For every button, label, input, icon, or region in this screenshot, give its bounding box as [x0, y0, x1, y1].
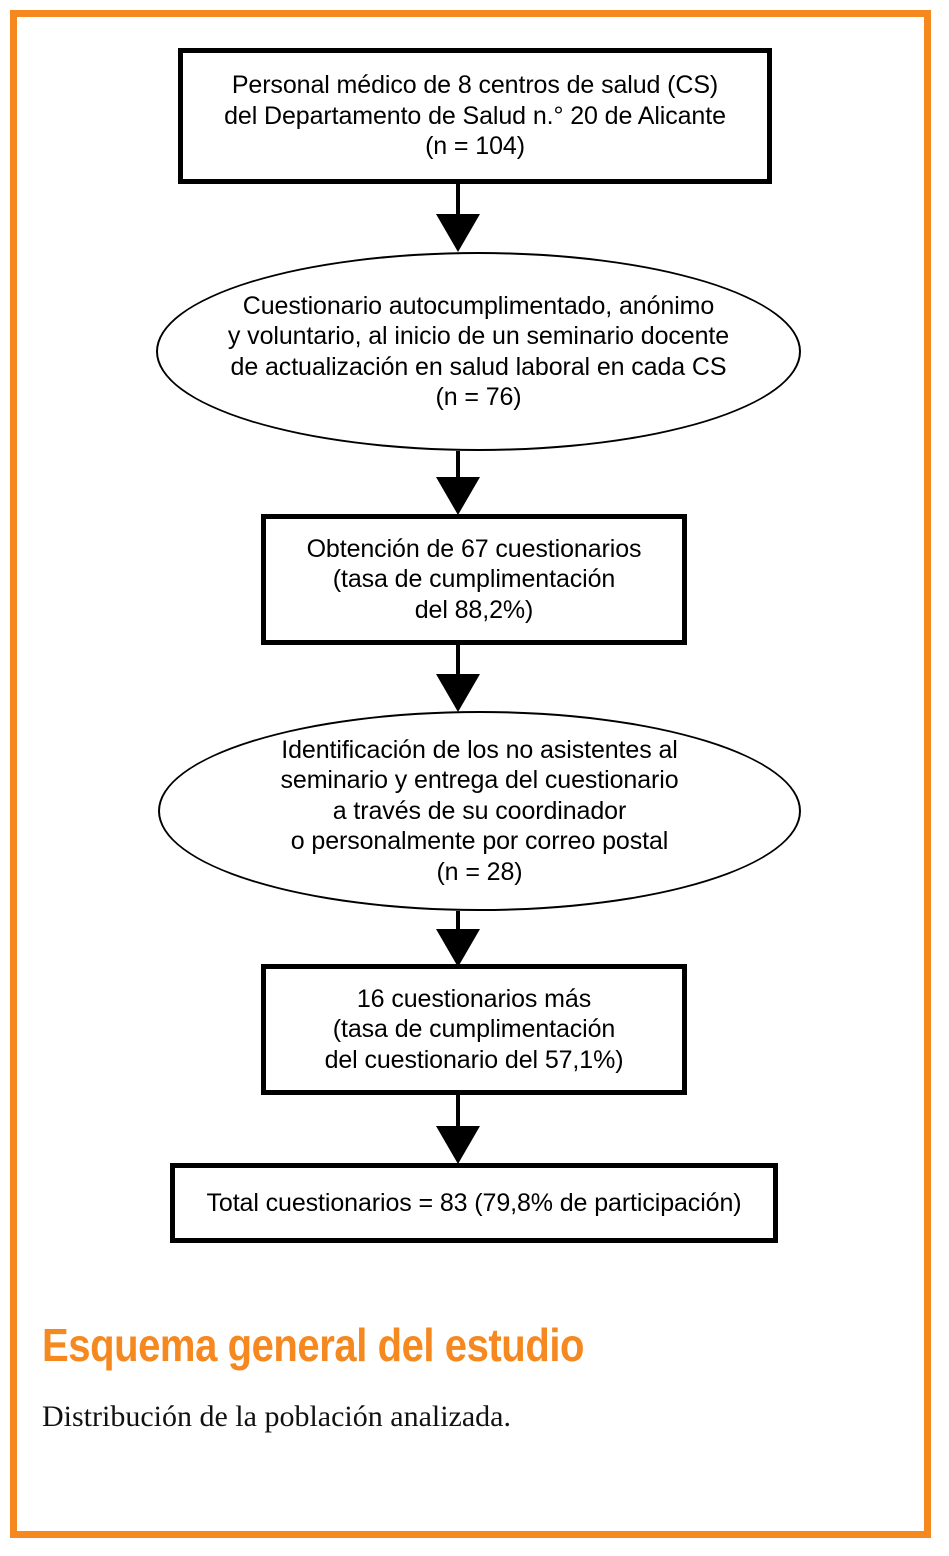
- flow-node-questionnaire-delivery-label: Cuestionario autocumplimentado, anónimo …: [227, 291, 730, 412]
- arrow-stem: [456, 451, 460, 477]
- flow-arrow-3: [436, 645, 480, 712]
- flow-node-additional-questionnaires: 16 cuestionarios más (tasa de cumpliment…: [261, 964, 687, 1095]
- flow-arrow-1: [436, 184, 480, 252]
- figure-caption-subtitle: Distribución de la población analizada.: [42, 1400, 511, 1433]
- arrow-stem: [456, 911, 460, 929]
- arrow-stem: [456, 645, 460, 674]
- flow-node-total-questionnaires: Total cuestionarios = 83 (79,8% de parti…: [170, 1163, 778, 1243]
- flow-node-obtained-questionnaires-label: Obtención de 67 cuestionarios (tasa de c…: [306, 534, 642, 624]
- figure-caption: Esquema general del estudio Distribución…: [42, 1322, 742, 1432]
- figure-caption-title: Esquema general del estudio: [42, 1319, 585, 1371]
- arrow-head-icon: [436, 929, 480, 967]
- flow-node-obtained-questionnaires: Obtención de 67 cuestionarios (tasa de c…: [261, 514, 687, 645]
- arrow-head-icon: [436, 477, 480, 515]
- flow-node-questionnaire-delivery: Cuestionario autocumplimentado, anónimo …: [156, 252, 801, 451]
- flow-node-total-questionnaires-label: Total cuestionarios = 83 (79,8% de parti…: [206, 1188, 742, 1217]
- arrow-head-icon: [436, 214, 480, 252]
- flow-node-source-population-label: Personal médico de 8 centros de salud (C…: [224, 71, 726, 161]
- flow-arrow-5: [436, 1095, 480, 1164]
- arrow-stem: [456, 1095, 460, 1126]
- flow-arrow-2: [436, 451, 480, 515]
- flow-node-additional-questionnaires-label: 16 cuestionarios más (tasa de cumpliment…: [324, 984, 624, 1074]
- flow-arrow-4: [436, 911, 480, 967]
- flow-node-nonattendee-followup: Identificación de los no asistentes al s…: [158, 711, 801, 911]
- arrow-stem: [456, 184, 460, 214]
- arrow-head-icon: [436, 1126, 480, 1164]
- arrow-head-icon: [436, 674, 480, 712]
- flow-node-source-population: Personal médico de 8 centros de salud (C…: [178, 48, 772, 184]
- flow-node-nonattendee-followup-label: Identificación de los no asistentes al s…: [280, 735, 679, 886]
